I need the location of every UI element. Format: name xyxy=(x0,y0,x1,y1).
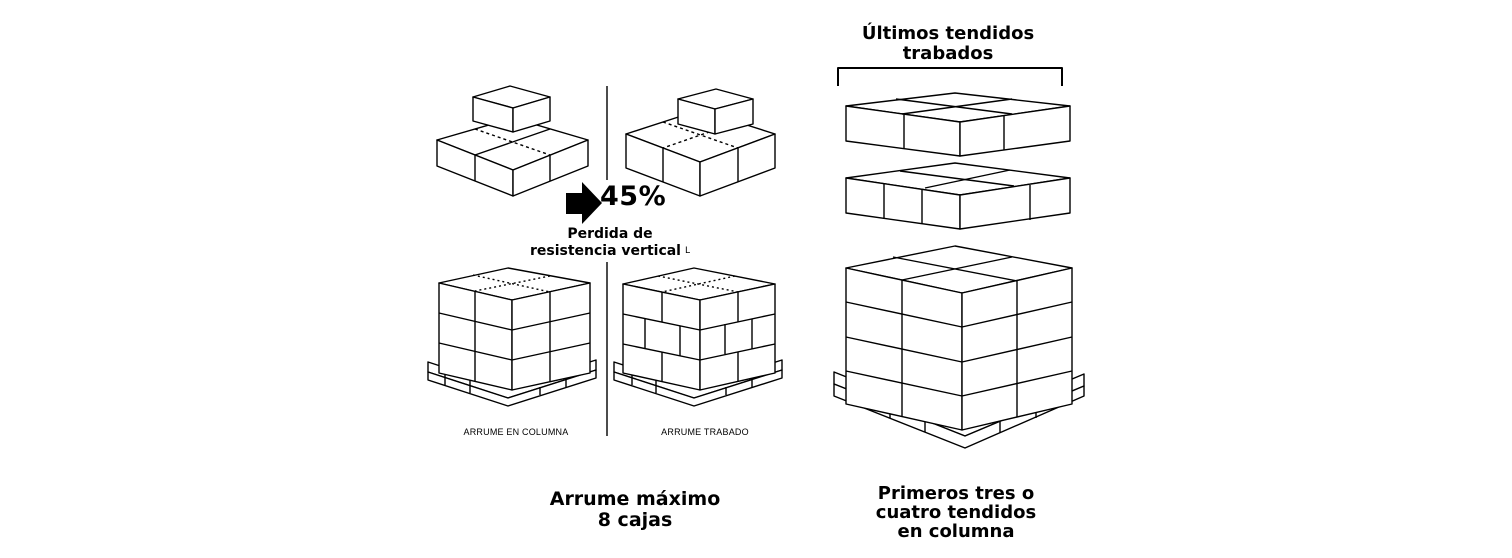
column-pallet xyxy=(427,267,597,407)
bottom-right-title: Primeros tres o cuatro tendidos en colum… xyxy=(875,483,1037,542)
big-pallet-diagram xyxy=(833,67,1085,449)
bottom-left-title: Arrume máximo 8 cajas xyxy=(549,488,721,531)
top-right-title: Últimos tendidos trabados xyxy=(861,23,1035,64)
interlocked-box-diagram xyxy=(625,88,776,197)
arrow-right-icon xyxy=(566,182,602,224)
column-box-diagram xyxy=(436,85,589,197)
caption-column: ARRUME EN COLUMNA xyxy=(463,427,569,437)
caption-interlocked: ARRUME TRABADO xyxy=(661,427,749,437)
interlocked-pallet xyxy=(613,267,783,407)
bracket xyxy=(837,67,1063,86)
percent-label: 45% xyxy=(600,181,667,212)
